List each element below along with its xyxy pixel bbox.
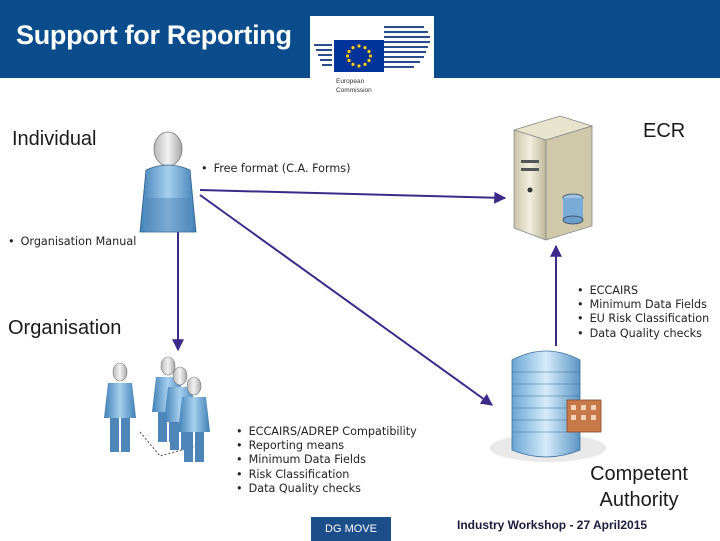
edge-notes-individual-ecr: Free format (C.A. Forms) [201,162,351,176]
edge-notes-individual-org: Organisation Manual [8,235,137,249]
individual-person-icon [139,131,197,233]
list-item: Reporting means [236,439,417,453]
arrow-individual-to-ecr [199,189,507,204]
list-item: Free format (C.A. Forms) [201,162,351,176]
node-label-authority: Competent Authority [584,461,694,513]
node-label-ecr: ECR [643,120,686,142]
authority-label-line1: Competent [590,463,688,485]
ec-logo-icon: European Commission [314,26,430,94]
arrow-individual-to-authority [199,194,493,406]
edge-notes-org-authority: ECCAIRS/ADREP Compatibility Reporting me… [236,425,417,496]
ec-logo: European Commission [310,16,434,102]
organisation-group-icon [104,356,210,462]
authority-label-line2: Authority [599,489,679,511]
node-label-organisation: Organisation [8,317,122,339]
list-item: Data Quality checks [577,327,709,341]
list-item: Minimum Data Fields [236,453,417,467]
page-title: Support for Reporting [16,20,292,50]
logo-text-1: European [336,78,365,85]
dg-move-badge: DG MOVE [311,517,391,541]
footer-event-text: Industry Workshop - 27 April2015 [457,518,648,532]
list-item: Risk Classification [236,468,417,482]
ecr-server-icon [512,115,594,241]
list-item: ECCAIRS/ADREP Compatibility [236,425,417,439]
list-item: ECCAIRS [577,284,709,298]
logo-text-2: Commission [336,87,372,94]
list-item: Minimum Data Fields [577,298,709,312]
list-item: Data Quality checks [236,482,417,496]
list-item: EU Risk Classification [577,312,710,326]
authority-building-icon [490,350,606,462]
list-item: Organisation Manual [8,235,137,249]
node-label-individual: Individual [12,128,97,150]
edge-notes-authority-ecr: ECCAIRS Minimum Data Fields EU Risk Clas… [577,284,710,341]
